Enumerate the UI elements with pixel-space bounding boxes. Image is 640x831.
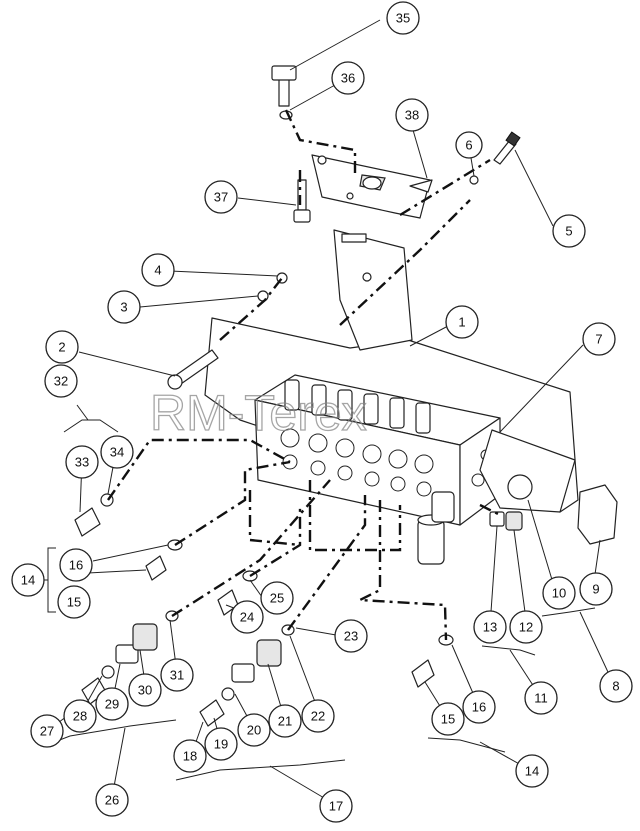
callout-8[interactable]: 8 [599, 669, 633, 703]
callout-14a[interactable]: 14 [11, 563, 45, 597]
callout-35[interactable]: 35 [386, 1, 420, 35]
svg-text:1: 1 [458, 315, 465, 330]
callout-6[interactable]: 6 [455, 131, 483, 159]
callout-10[interactable]: 10 [542, 576, 576, 610]
callout-38[interactable]: 38 [395, 98, 429, 132]
callout-16b[interactable]: 16 [462, 690, 496, 724]
callout-32[interactable]: 32 [44, 364, 78, 398]
svg-text:16: 16 [472, 700, 486, 715]
callout-24[interactable]: 24 [230, 600, 264, 634]
callout-18[interactable]: 18 [173, 739, 207, 773]
callout-17[interactable]: 17 [319, 789, 353, 823]
callout-9[interactable]: 9 [579, 572, 613, 606]
callout-23[interactable]: 23 [334, 619, 368, 653]
svg-text:22: 22 [311, 709, 325, 724]
callout-27[interactable]: 27 [30, 714, 64, 748]
svg-text:32: 32 [54, 374, 68, 389]
svg-text:6: 6 [465, 138, 472, 153]
callout-1[interactable]: 1 [445, 305, 479, 339]
svg-text:27: 27 [40, 724, 54, 739]
svg-text:12: 12 [519, 620, 533, 635]
svg-text:15: 15 [441, 712, 455, 727]
callout-13[interactable]: 13 [473, 610, 507, 644]
svg-text:19: 19 [214, 737, 228, 752]
svg-text:16: 16 [69, 558, 83, 573]
callout-4[interactable]: 4 [141, 253, 175, 287]
callout-37[interactable]: 37 [204, 180, 238, 214]
svg-text:9: 9 [592, 582, 599, 597]
svg-text:33: 33 [75, 455, 89, 470]
callout-11[interactable]: 11 [524, 681, 558, 715]
svg-text:13: 13 [483, 620, 497, 635]
callout-36[interactable]: 36 [331, 61, 365, 95]
callout-12[interactable]: 12 [509, 610, 543, 644]
callout-19[interactable]: 19 [204, 727, 238, 761]
callout-33[interactable]: 33 [65, 445, 99, 479]
callout-30[interactable]: 30 [128, 673, 162, 707]
svg-text:10: 10 [552, 586, 566, 601]
svg-text:5: 5 [565, 224, 572, 239]
svg-text:26: 26 [105, 793, 119, 808]
callout-29[interactable]: 29 [95, 687, 129, 721]
svg-text:24: 24 [240, 610, 254, 625]
svg-text:3: 3 [120, 300, 127, 315]
svg-text:20: 20 [247, 723, 261, 738]
side-box [479, 429, 618, 545]
callout-26[interactable]: 26 [95, 783, 129, 817]
svg-text:4: 4 [154, 263, 161, 278]
svg-text:30: 30 [138, 683, 152, 698]
callout-22[interactable]: 22 [301, 699, 335, 733]
svg-text:25: 25 [270, 591, 284, 606]
svg-text:38: 38 [405, 108, 419, 123]
svg-text:31: 31 [170, 668, 184, 683]
svg-text:11: 11 [534, 691, 548, 706]
callout-16a[interactable]: 16 [59, 548, 93, 582]
callout-3[interactable]: 3 [107, 290, 141, 324]
callout-5[interactable]: 5 [552, 214, 586, 248]
svg-text:14: 14 [525, 764, 539, 779]
svg-text:23: 23 [344, 629, 358, 644]
svg-text:2: 2 [58, 340, 65, 355]
callout-20[interactable]: 20 [237, 713, 271, 747]
svg-text:17: 17 [329, 799, 343, 814]
callout-15b[interactable]: 15 [431, 702, 465, 736]
svg-text:15: 15 [67, 595, 81, 610]
assembly-lines [107, 109, 501, 641]
svg-text:29: 29 [105, 697, 119, 712]
upper-bracket [311, 154, 433, 219]
callout-14b[interactable]: 14 [515, 754, 549, 788]
callout-31[interactable]: 31 [160, 658, 194, 692]
callout-15a[interactable]: 15 [57, 585, 91, 619]
callout-34[interactable]: 34 [100, 435, 134, 469]
callout-21[interactable]: 21 [268, 704, 302, 738]
callout-2[interactable]: 2 [45, 330, 79, 364]
svg-text:34: 34 [110, 445, 124, 460]
svg-text:14: 14 [21, 573, 35, 588]
callout-25[interactable]: 25 [260, 581, 294, 615]
callout-28[interactable]: 28 [63, 699, 97, 733]
fittings [74, 65, 523, 727]
callout-7[interactable]: 7 [582, 322, 616, 356]
svg-text:18: 18 [183, 749, 197, 764]
svg-text:7: 7 [595, 332, 602, 347]
svg-text:35: 35 [396, 11, 410, 26]
svg-text:36: 36 [341, 71, 355, 86]
svg-text:8: 8 [612, 679, 619, 694]
svg-text:21: 21 [278, 714, 292, 729]
svg-text:28: 28 [73, 709, 87, 724]
watermark-text: RM-Terex [150, 385, 367, 441]
control-valve [254, 374, 501, 565]
svg-text:37: 37 [214, 190, 228, 205]
